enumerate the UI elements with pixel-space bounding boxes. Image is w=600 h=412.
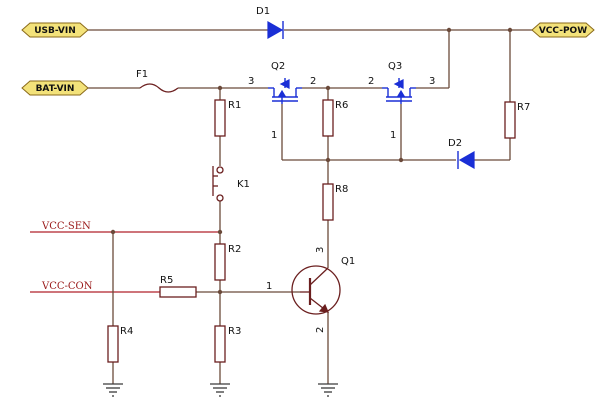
mosfet-q3: Q3 2 3 1: [368, 61, 435, 141]
svg-text:R4: R4: [120, 326, 133, 337]
svg-text:K1: K1: [237, 179, 250, 190]
switch-k1: K1: [212, 166, 250, 202]
svg-text:BAT-VIN: BAT-VIN: [36, 84, 75, 94]
svg-text:D2: D2: [448, 138, 462, 149]
svg-text:D1: D1: [256, 6, 270, 17]
svg-text:R7: R7: [517, 102, 530, 113]
svg-text:R2: R2: [228, 244, 241, 255]
svg-text:3: 3: [248, 76, 254, 87]
svg-text:Q1: Q1: [341, 256, 355, 267]
svg-text:VCC-POW: VCC-POW: [539, 26, 587, 36]
diode-d1: D1: [256, 6, 284, 40]
junctions: [110, 27, 513, 295]
svg-text:F1: F1: [136, 69, 148, 80]
svg-text:R1: R1: [228, 100, 241, 111]
net-label-vcc-sen: VCC-SEN: [41, 221, 91, 232]
resistor-r1: R1: [214, 99, 241, 137]
svg-text:R8: R8: [335, 184, 348, 195]
port-bat-vin: BAT-VIN: [21, 80, 89, 96]
svg-text:3: 3: [315, 247, 326, 253]
mosfet-q2: Q2 3 2 1: [248, 61, 316, 141]
svg-text:2: 2: [310, 76, 316, 87]
port-usb-vin: USB-VIN: [21, 22, 89, 38]
svg-text:1: 1: [266, 281, 272, 292]
ground-q1: [318, 383, 338, 397]
diode-d2: D2: [448, 138, 475, 170]
net-label-vcc-con: VCC-CON: [41, 281, 93, 292]
svg-text:R6: R6: [335, 100, 348, 111]
svg-text:1: 1: [271, 130, 277, 141]
svg-text:2: 2: [315, 327, 326, 333]
svg-text:3: 3: [429, 76, 435, 87]
resistor-r5: R5: [159, 275, 197, 298]
resistor-r2: R2: [214, 243, 241, 281]
fuse-f1: F1: [136, 69, 179, 93]
ground-r4: [103, 383, 123, 397]
resistor-r4: R4: [107, 325, 133, 363]
port-vcc-pow: VCC-POW: [531, 22, 595, 38]
resistor-r3: R3: [214, 325, 241, 363]
svg-text:Q3: Q3: [388, 61, 402, 72]
wires: [30, 29, 540, 384]
ground-r3: [210, 383, 230, 397]
svg-text:R5: R5: [160, 275, 173, 286]
svg-text:R3: R3: [228, 326, 241, 337]
resistor-r6: R6: [322, 99, 348, 137]
transistor-q1: Q1 1 2 3: [266, 247, 355, 333]
resistor-r8: R8: [322, 183, 348, 221]
svg-text:2: 2: [368, 76, 374, 87]
svg-text:USB-VIN: USB-VIN: [34, 26, 76, 36]
svg-text:Q2: Q2: [271, 61, 285, 72]
svg-text:1: 1: [390, 130, 396, 141]
resistor-r7: R7: [504, 101, 530, 139]
